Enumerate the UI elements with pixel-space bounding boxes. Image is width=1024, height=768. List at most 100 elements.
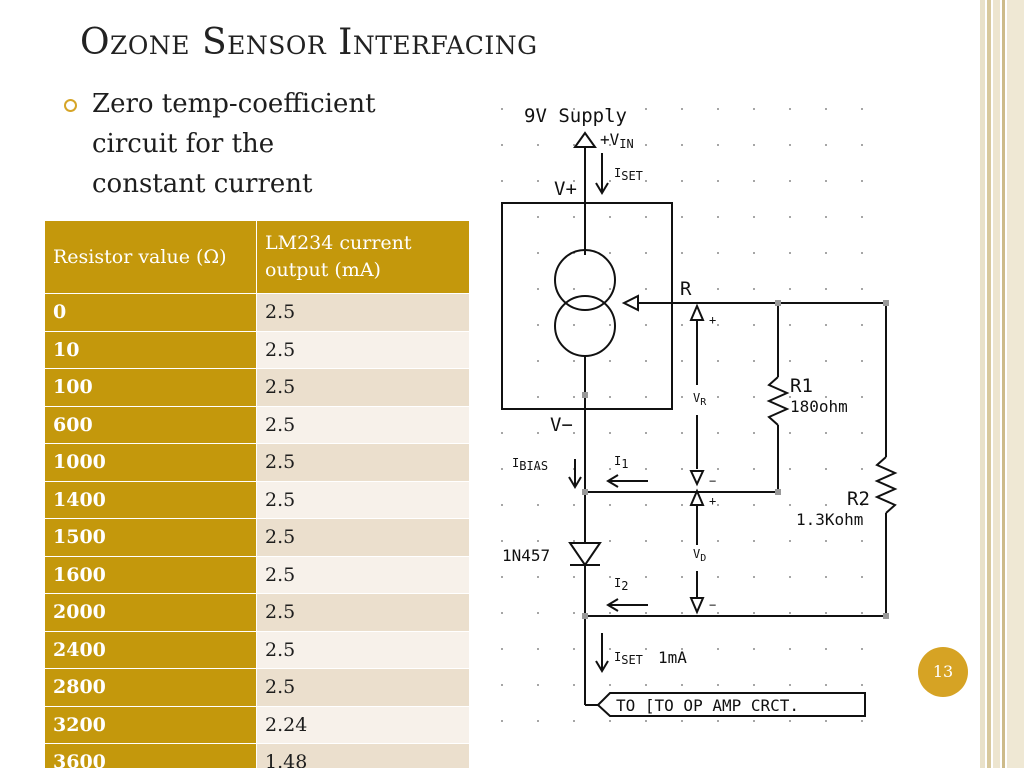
grid-dot <box>681 540 683 542</box>
grid-dot <box>753 540 755 542</box>
grid-dot <box>861 252 863 254</box>
grid-dot <box>861 216 863 218</box>
grid-dot <box>825 432 827 434</box>
grid-dot <box>537 216 539 218</box>
current-cell: 1.48 <box>256 743 470 768</box>
current-cell: 2.5 <box>256 630 470 669</box>
table-header-row: Resistor value (Ω) LM234 current output … <box>44 220 470 294</box>
resistor-cell: 3200 <box>44 705 257 744</box>
grid-dot <box>717 504 719 506</box>
grid-dot <box>789 504 791 506</box>
grid-dot <box>825 252 827 254</box>
current-cell: 2.5 <box>256 518 470 557</box>
grid-dot <box>681 504 683 506</box>
grid-dot <box>753 180 755 182</box>
r2-value: 1.3Kohm <box>796 510 863 529</box>
grid-dot <box>501 468 503 470</box>
grid-dot <box>537 396 539 398</box>
grid-dot <box>645 540 647 542</box>
resistor-cell: 600 <box>44 405 257 444</box>
r2-resistor-icon <box>874 456 898 514</box>
vr-minus-arrow-icon <box>689 470 705 487</box>
grid-dot <box>753 360 755 362</box>
grid-dot <box>609 504 611 506</box>
grid-dot <box>501 612 503 614</box>
output-label: TO [TO OP AMP CRCT. <box>616 696 799 715</box>
i1-sub: 1 <box>621 457 628 471</box>
grid-dot <box>501 108 503 110</box>
grid-dot <box>609 216 611 218</box>
grid-dot <box>825 684 827 686</box>
down-arrow-icon <box>568 476 582 489</box>
grid-dot <box>789 612 791 614</box>
grid-dot <box>753 252 755 254</box>
resistor-cell: 2400 <box>44 630 257 669</box>
grid-dot <box>789 360 791 362</box>
grid-dot <box>717 540 719 542</box>
grid-dot <box>537 288 539 290</box>
i1-main: I <box>614 454 621 468</box>
bullet-text: Zero temp-coefficient circuit for the co… <box>92 84 442 204</box>
iset-top-sub: SET <box>621 169 643 183</box>
grid-dot <box>609 108 611 110</box>
ibias-sub: BIAS <box>519 459 548 473</box>
grid-dot <box>537 432 539 434</box>
current-cell: 2.5 <box>256 443 470 482</box>
grid-dot <box>609 720 611 722</box>
grid-dot <box>753 648 755 650</box>
grid-dot <box>861 432 863 434</box>
iset-bottom-value: 1mA <box>658 648 687 667</box>
resistor-cell: 1600 <box>44 555 257 594</box>
down-arrow-icon <box>595 182 609 195</box>
node-dot <box>883 300 889 306</box>
grid-dot <box>681 108 683 110</box>
current-cell: 2.5 <box>256 593 470 632</box>
node-dot <box>582 489 588 495</box>
bullet-line: Zero temp-coefficient <box>92 89 376 119</box>
grid-dot <box>717 720 719 722</box>
grid-dot <box>573 432 575 434</box>
grid-dot <box>789 288 791 290</box>
bullet-line: circuit for the <box>92 129 275 159</box>
grid-dot <box>609 684 611 686</box>
grid-dot <box>861 108 863 110</box>
resistor-cell: 10 <box>44 330 257 369</box>
grid-dot <box>825 468 827 470</box>
grid-dot <box>753 216 755 218</box>
vd-sub: D <box>700 553 706 564</box>
grid-dot <box>861 720 863 722</box>
grid-dot <box>501 540 503 542</box>
decor-stripe <box>987 0 991 768</box>
grid-dot <box>717 288 719 290</box>
grid-dot <box>609 648 611 650</box>
grid-dot <box>825 180 827 182</box>
grid-dot <box>645 216 647 218</box>
grid-dot <box>537 324 539 326</box>
grid-dot <box>573 684 575 686</box>
grid-dot <box>573 324 575 326</box>
iset-top-main: I <box>614 166 621 180</box>
vr-minus-sign: − <box>709 474 716 488</box>
grid-dot <box>753 144 755 146</box>
resistor-cell: 2000 <box>44 593 257 632</box>
node-dot <box>582 392 588 398</box>
grid-dot <box>573 360 575 362</box>
grid-dot <box>861 144 863 146</box>
grid-dot <box>645 396 647 398</box>
grid-dot <box>501 720 503 722</box>
grid-dot <box>537 540 539 542</box>
grid-dot <box>609 468 611 470</box>
grid-dot <box>645 144 647 146</box>
grid-dot <box>753 432 755 434</box>
grid-dot <box>681 648 683 650</box>
left-arrow-icon <box>606 598 619 612</box>
grid-dot <box>537 504 539 506</box>
grid-dot <box>681 288 683 290</box>
grid-dot <box>789 432 791 434</box>
grid-dot <box>573 216 575 218</box>
grid-dot <box>681 720 683 722</box>
iset-bottom-label: ISET <box>614 650 643 667</box>
grid-dot <box>537 144 539 146</box>
